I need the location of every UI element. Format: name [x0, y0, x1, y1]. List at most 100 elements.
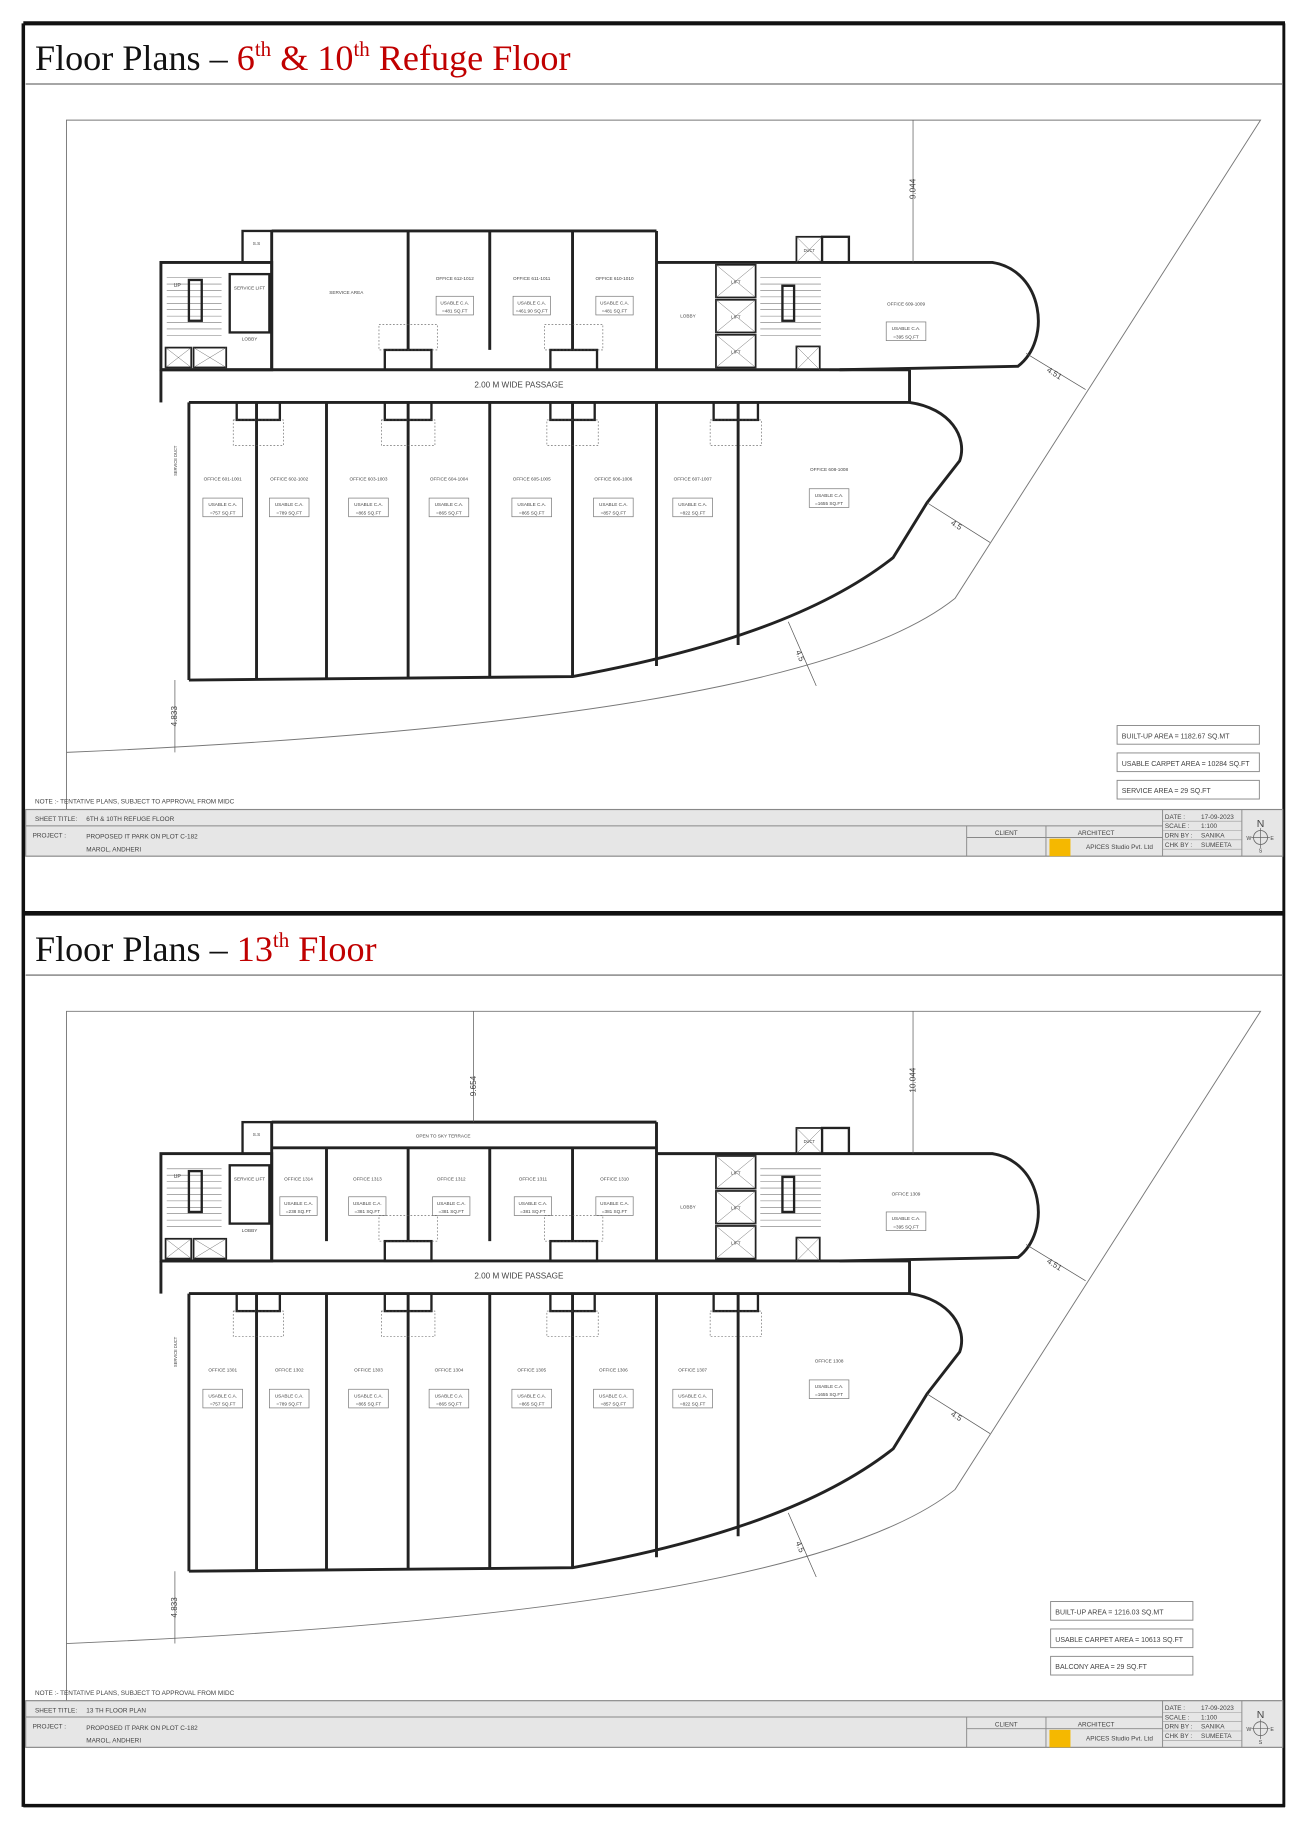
- usable-area-box: [808, 488, 850, 508]
- office-name: OFFICE 1313: [353, 1176, 382, 1181]
- lift-car: [715, 333, 757, 369]
- usable-label: USABLE C.A.: [678, 502, 707, 507]
- dimension-line: [787, 621, 817, 687]
- site-boundary: [65, 119, 1262, 832]
- shaft-dashed: [709, 1310, 762, 1338]
- service-duct-label: SERVICE DUCT: [173, 1336, 178, 1367]
- office-name: OFFICE 602-1002: [270, 477, 308, 482]
- lift-car: [715, 1155, 757, 1190]
- office-name: OFFICE 1311: [519, 1176, 548, 1181]
- lift-cross: [715, 334, 756, 368]
- area-summary-text: BALCONY AREA = 29 SQ.FT: [1055, 1664, 1147, 1671]
- office-name: OFFICE 1305: [517, 1368, 546, 1373]
- office-name: OFFICE 1303: [354, 1368, 383, 1373]
- up-label: UP: [174, 1174, 182, 1180]
- usable-label: USABLE C.A.: [600, 1201, 629, 1206]
- office-name: OFFICE 604-1004: [430, 477, 468, 482]
- office-name: OFFICE 1309: [892, 1192, 921, 1197]
- shaft-dashed: [232, 1310, 284, 1338]
- usable-area-box: [595, 1196, 634, 1216]
- title-floor-name: & 10: [271, 38, 353, 78]
- lift-label: LIFT: [731, 279, 741, 284]
- usable-label: USABLE C.A.: [892, 326, 921, 331]
- usable-value: =238 SQ.FT: [286, 1209, 312, 1214]
- compass-w: W: [1246, 1727, 1251, 1733]
- title-block-field-label: SCALE :: [1165, 823, 1190, 830]
- office-name: OFFICE 608-1008: [810, 467, 848, 472]
- architect-label: ARCHITECT: [1078, 1721, 1115, 1728]
- usable-area-box: [672, 497, 713, 518]
- usable-area-box: [279, 1196, 318, 1216]
- area-summary-box: [1116, 752, 1260, 773]
- usable-area-box: [511, 497, 552, 518]
- usable-label: USABLE C.A.: [353, 1201, 382, 1206]
- title-block: [25, 1700, 1284, 1748]
- dimension-label: 4.5: [794, 1540, 807, 1554]
- duct-box: [164, 346, 193, 369]
- ss-label: S.S: [253, 1132, 261, 1137]
- usable-label: USABLE C.A.: [208, 1393, 237, 1398]
- usable-label: USABLE C.A.: [517, 1393, 546, 1398]
- shaft-box: [235, 401, 282, 422]
- title-block-field-value: 1:100: [1201, 823, 1217, 830]
- dimension-line: [926, 502, 991, 543]
- office-name: OFFICE 1312: [437, 1176, 466, 1181]
- shaft-dashed: [544, 323, 604, 351]
- shaft-dashed: [232, 419, 284, 446]
- dimension-line: [787, 1512, 817, 1578]
- title-block-field-label: DATE :: [1165, 814, 1185, 821]
- shaft-box: [235, 1292, 282, 1313]
- title-block-field-value: SANIKA: [1201, 833, 1225, 840]
- usable-area-box: [348, 1388, 389, 1409]
- architect-name: APICES Studio Pvt. Ltd: [1086, 844, 1153, 851]
- office-name: OFFICE 1307: [678, 1368, 707, 1373]
- compass-e: E: [1270, 836, 1274, 842]
- title-block-field-value: 17-09-2023: [1201, 1705, 1234, 1712]
- compass-n: N: [1257, 1710, 1265, 1721]
- usable-value: =865 SQ.FT: [436, 1402, 462, 1407]
- stair-well: [187, 278, 203, 322]
- passage-label: 2.00 M WIDE PASSAGE: [474, 1271, 564, 1280]
- title-superscript: th: [353, 37, 370, 61]
- lift-cross: [715, 299, 756, 333]
- lift-cross: [165, 347, 192, 368]
- usable-area-box: [885, 1211, 927, 1231]
- lobby-label: LOBBY: [242, 1228, 258, 1233]
- architect-name: APICES Studio Pvt. Ltd: [1086, 1735, 1153, 1742]
- ss-box: [820, 235, 851, 264]
- area-summary-box: [1116, 725, 1260, 745]
- right-office-wall: [839, 260, 1040, 372]
- area-summary-box: [1050, 1601, 1194, 1621]
- architect-label: ARCHITECT: [1078, 830, 1115, 837]
- usable-label: USABLE C.A.: [517, 300, 546, 305]
- shaft-box: [712, 1292, 760, 1313]
- project-name: PROPOSED IT PARK ON PLOT C-182: [86, 1725, 198, 1732]
- office-name: OFFICE 612-1012: [436, 276, 474, 281]
- dimension-line: [1025, 353, 1086, 390]
- shaft-box: [383, 1239, 433, 1263]
- usable-value: =757 SQ.FT: [210, 510, 236, 515]
- title-block-field-label: CHK BY :: [1165, 842, 1193, 849]
- shaft-box: [712, 401, 760, 422]
- lift-cross: [796, 346, 820, 370]
- usable-label: USABLE C.A.: [519, 1201, 548, 1206]
- lift-car: [715, 298, 757, 334]
- service-duct-label: SERVICE DUCT: [173, 445, 178, 476]
- sheet-title-label: SHEET TITLE:: [35, 816, 77, 823]
- shaft-dashed: [546, 419, 599, 446]
- shaft-dashed: [381, 419, 436, 446]
- project-location: MAROL, ANDHERI: [86, 847, 141, 854]
- bottom-outer-wall: [188, 1292, 963, 1573]
- duct-box: [164, 1237, 193, 1260]
- title-floor-name: Refuge Floor: [370, 38, 571, 78]
- office-name: OFFICE 611-1011: [513, 276, 551, 281]
- dimension-label: 4.51: [1045, 1257, 1064, 1273]
- area-summary-text: USABLE CARPET AREA = 10284 SQ.FT: [1122, 761, 1250, 768]
- usable-value: =865 SQ.FT: [436, 510, 462, 515]
- usable-area-box: [348, 497, 389, 518]
- usable-label: USABLE C.A.: [208, 502, 237, 507]
- office-name: OFFICE 1301: [208, 1368, 237, 1373]
- usable-label: USABLE C.A.: [275, 1393, 304, 1398]
- usable-area-box: [432, 1196, 471, 1216]
